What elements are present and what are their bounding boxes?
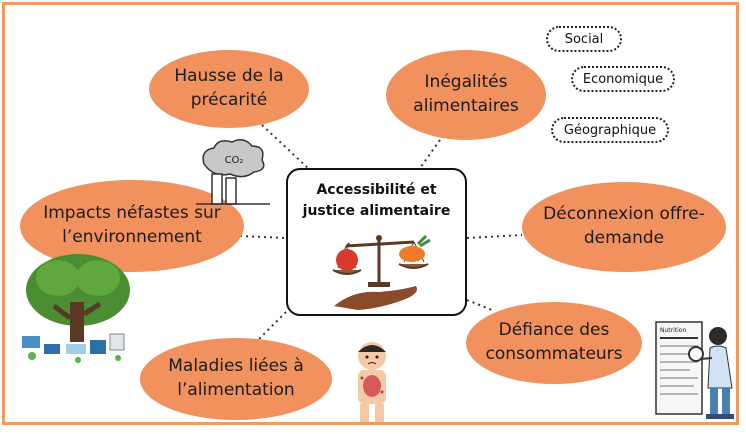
sick-child-icon [358,342,386,422]
tag-geographique: Géographique [551,117,669,143]
node-maladies: Maladies liées à l’alimentation [140,338,332,420]
node-deconnexion: Déconnexion offre- demande [522,182,726,272]
polluted-tree-icon [22,254,130,363]
nutrition-label-inspection-icon: Nutrition [655,321,734,419]
node-deconnexion-label: Déconnexion offre- demande [543,204,705,248]
connector-precarite [261,124,311,171]
node-impacts-label: Impacts néfastes sur l’environnement [43,203,221,247]
central-topic-title: Accessibilité et justice alimentaire [302,182,451,219]
node-precarite-label: Hausse de la précarité [174,66,284,110]
scale-hand-icon [332,234,431,310]
connector-maladies [257,311,287,341]
connector-inegalites [419,139,441,169]
node-precarite: Hausse de la précarité [149,50,309,128]
nutrition-label-title: Nutrition [660,327,686,334]
tag-social-label: Social [564,31,604,47]
node-impacts: Impacts néfastes sur l’environnement [20,180,244,272]
factory-pollution-icon: CO₂ [196,139,270,205]
tag-geographique-label: Géographique [563,122,657,138]
central-topic-box: Accessibilité et justice alimentaire [286,168,467,316]
tag-social: Social [546,26,622,52]
outer-frame [2,2,739,425]
node-defiance: Défiance des consommateurs [466,302,642,384]
tag-economique-label: Economique [582,71,664,87]
node-inegalites-label: Inégalités alimentaires [413,72,519,116]
factory-co2-text: CO₂ [225,155,244,166]
connector-defiance [466,299,493,311]
node-defiance-label: Défiance des consommateurs [485,320,623,364]
connector-impacts [239,235,287,239]
connector-deconnexion [466,234,523,239]
node-inegalites: Inégalités alimentaires [386,50,546,140]
node-maladies-label: Maladies liées à l’alimentation [168,356,304,400]
tag-economique: Economique [571,66,675,92]
